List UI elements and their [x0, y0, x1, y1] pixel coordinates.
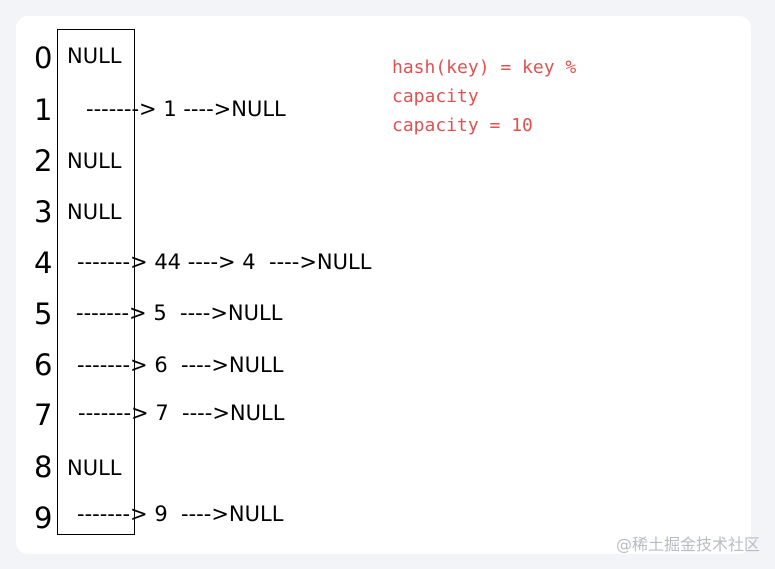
bucket-null-0: NULL — [67, 44, 122, 68]
bucket-index-0: 0 — [34, 41, 53, 75]
hash-formula-line-2: capacity — [392, 86, 479, 107]
bucket-null-3: NULL — [67, 200, 122, 224]
bucket-chain-1: -------> 1 ---->NULL — [86, 97, 286, 121]
hash-formula: hash(key) = key % capacity capacity = 10 — [392, 53, 576, 140]
bucket-index-1: 1 — [34, 93, 53, 127]
bucket-null-8: NULL — [67, 456, 122, 480]
watermark: @稀土掘金技术社区 — [615, 535, 760, 554]
bucket-chain-5: -------> 5 ---->NULL — [76, 301, 283, 325]
diagram-card — [16, 16, 751, 554]
bucket-index-5: 5 — [34, 297, 53, 331]
hash-formula-line-1: hash(key) = key % — [392, 57, 577, 78]
bucket-array-box — [57, 29, 135, 535]
bucket-index-7: 7 — [34, 398, 53, 432]
bucket-chain-7: -------> 7 ---->NULL — [78, 401, 285, 425]
bucket-chain-4: -------> 44 ----> 4 ---->NULL — [77, 250, 372, 274]
bucket-index-2: 2 — [34, 144, 53, 178]
bucket-index-6: 6 — [34, 348, 53, 382]
hash-formula-line-3: capacity = 10 — [392, 115, 533, 136]
bucket-index-3: 3 — [34, 195, 53, 229]
bucket-index-9: 9 — [34, 501, 53, 535]
bucket-index-4: 4 — [34, 246, 53, 280]
bucket-index-8: 8 — [34, 450, 53, 484]
bucket-chain-6: -------> 6 ---->NULL — [77, 353, 284, 377]
bucket-null-2: NULL — [67, 149, 122, 173]
bucket-chain-9: -------> 9 ---->NULL — [77, 502, 284, 526]
